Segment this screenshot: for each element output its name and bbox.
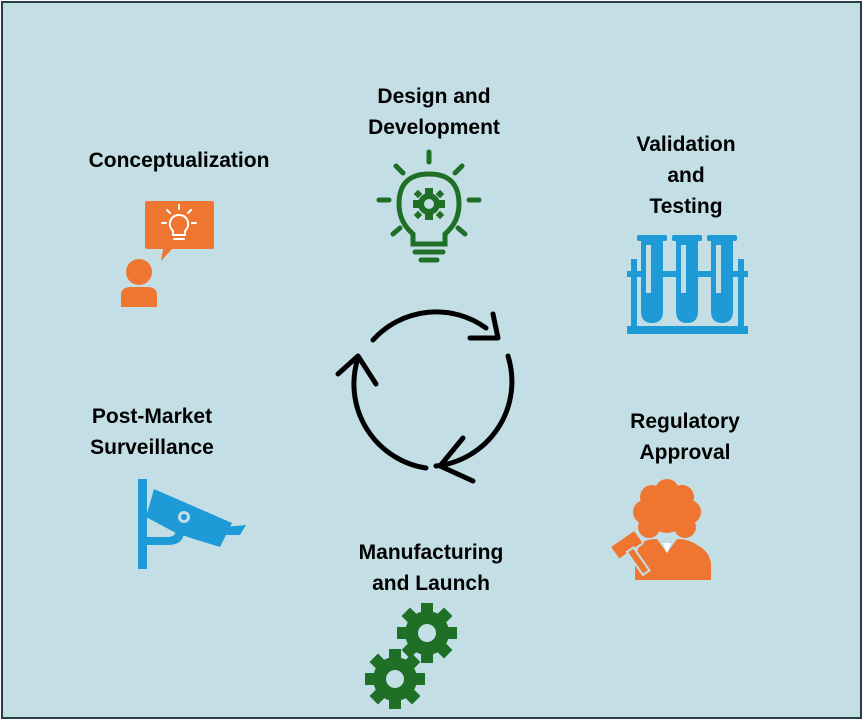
stage-label-line: Surveillance bbox=[90, 436, 214, 459]
stage-label-line: Conceptualization bbox=[88, 149, 270, 172]
stage-label-regulatory: Regulatory Approval bbox=[609, 406, 761, 468]
judge-gavel-icon bbox=[609, 479, 711, 580]
cycle-arrows-icon bbox=[335, 309, 515, 484]
stage-label-surveillance: Post-Market Surveillance bbox=[61, 401, 243, 463]
stage-label-manufacturing: Manufacturing and Launch bbox=[333, 537, 529, 599]
person-idea-speech-bubble-icon bbox=[121, 201, 214, 307]
stage-label-line: Regulatory bbox=[630, 410, 740, 433]
stage-label-design: Design and Development bbox=[334, 81, 534, 143]
stage-label-validation: Validation and Testing bbox=[603, 129, 769, 222]
stage-label-line: Testing bbox=[649, 195, 723, 218]
stage-label-line: Manufacturing bbox=[358, 541, 504, 564]
stage-label-line: Design and bbox=[377, 85, 491, 108]
stage-label-line: and Launch bbox=[372, 572, 490, 595]
stage-label-line: Post-Market bbox=[91, 405, 213, 428]
stage-label-line: and bbox=[667, 164, 705, 187]
stage-label-line: Approval bbox=[639, 441, 731, 464]
stage-label-line: Development bbox=[368, 116, 500, 139]
gears-icon bbox=[365, 603, 457, 709]
stage-label-conceptualization: Conceptualization bbox=[65, 145, 293, 176]
test-tubes-rack-icon bbox=[627, 235, 748, 334]
lightbulb-gear-icon bbox=[376, 149, 482, 263]
security-camera-icon bbox=[138, 479, 246, 569]
stage-label-line: Validation bbox=[636, 133, 736, 156]
